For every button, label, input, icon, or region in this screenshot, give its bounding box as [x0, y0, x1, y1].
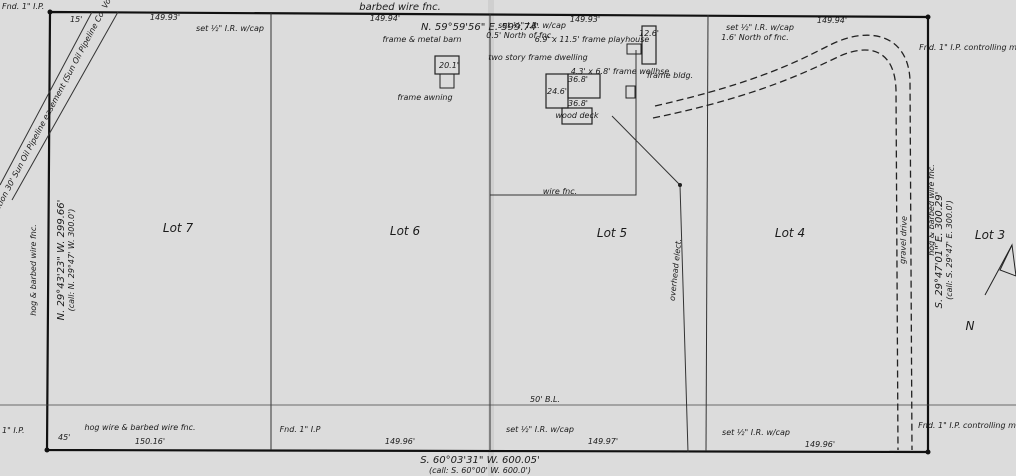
- gravel-drive-edge-outer: [654, 34, 913, 451]
- monument-se: Fnd. 1" I.P. controlling monument: [918, 421, 1016, 430]
- pin-s2: set ½" I.R. w/cap: [722, 428, 790, 437]
- paper-fold: [488, 0, 494, 476]
- south-seg-3: 149.97': [588, 437, 618, 446]
- bldg-label: frame bldg.: [647, 71, 693, 80]
- frame-building: [641, 25, 657, 65]
- corner-nw: [47, 9, 53, 15]
- wellhouse-label: 4.3' x 6.8' frame wellhse: [571, 67, 670, 76]
- north-seg-3: 149.93': [570, 15, 600, 24]
- pipeline-easement-line-a: [0, 11, 93, 186]
- north-seg-1: 149.93': [150, 13, 180, 22]
- north-bearing: N. 59°59'56" E. 599.74': [421, 22, 539, 33]
- monument-nw: Fnd. 1" I.P.: [2, 2, 44, 11]
- bldg-dim: 12.6': [639, 29, 659, 38]
- south-fence-label: hog wire & barbed wire fnc.: [84, 423, 195, 432]
- west-bearing: N. 29°43'23" W. 299.66': [56, 200, 67, 321]
- east-call: (call: S. 29°47' E. 300.0'): [945, 200, 954, 300]
- south-seg-1: 150.16': [135, 437, 165, 446]
- east-bearing: S. 29°47'01" E. 300.29': [934, 192, 945, 309]
- playhouse-label: 6.9' x 11.5' frame playhouse: [535, 35, 650, 44]
- wood-deck: [561, 107, 593, 125]
- south-seg-4: 149.96': [805, 440, 835, 449]
- north-fence-label: barbed wire fnc.: [359, 2, 441, 13]
- gravel-drive-edge-inner: [652, 49, 899, 451]
- sw-offset: 45': [58, 433, 70, 442]
- dwelling-label: two story frame dwelling: [488, 53, 588, 62]
- dwelling-side-dim: 24.6': [547, 87, 567, 96]
- pin-n2-note: 0.5' North of fnc.: [486, 31, 553, 40]
- utility-pole: [678, 183, 682, 187]
- east-fence-label: hog & barbed wire fnc.: [927, 164, 936, 256]
- lot-4: Lot 4: [775, 226, 805, 240]
- west-fence-label: hog & barbed wire fnc.: [29, 224, 38, 316]
- dwelling-dim: 36.8': [568, 75, 588, 84]
- west-offset: 15': [70, 15, 82, 24]
- dwelling-right: [567, 73, 601, 99]
- north-arrow-label: N: [966, 319, 975, 333]
- pipeline-easement-line-b: [11, 11, 119, 201]
- awning-label: frame awning: [397, 93, 452, 102]
- pin-n3: set ½" I.R. w/cap: [726, 23, 794, 32]
- corner-sw: [44, 447, 50, 453]
- lot-line-5-4: [705, 14, 709, 452]
- lot-7: Lot 7: [163, 221, 194, 235]
- monument-s-mid: Fnd. 1" I.P: [280, 425, 321, 434]
- south-seg-2: 149.96': [385, 437, 415, 446]
- corner-ne: [925, 14, 931, 20]
- barn-label: frame & metal barn: [383, 35, 462, 44]
- pin-n1: set ½" I.R. w/cap: [196, 24, 264, 33]
- pin-n2: set ½" I.R. w/cap: [498, 21, 566, 30]
- monument-ne: Fnd. 1" I.P. controlling monument: [919, 43, 1016, 52]
- lot-6: Lot 6: [390, 224, 421, 238]
- awning-structure: [439, 73, 455, 89]
- north-seg-4: 149.94': [817, 16, 847, 25]
- wire-fence: [490, 50, 637, 196]
- wellhouse-structure: [625, 85, 636, 99]
- setback-label: 50' B.L.: [530, 395, 560, 404]
- lot-3: Lot 3: [975, 228, 1005, 242]
- north-seg-2: 149.94': [370, 14, 400, 23]
- drive-label: gravel drive: [898, 216, 909, 264]
- pin-n3-note: 1.6' North of fnc.: [721, 33, 788, 42]
- south-call: (call: S. 60°00' W. 600.0'): [429, 466, 531, 475]
- north-arrow-head: [999, 243, 1016, 277]
- west-call: (call: N. 29°47' W. 300.0'): [67, 209, 76, 312]
- lot-5: Lot 5: [597, 226, 627, 240]
- barn-dim: 20.1': [439, 61, 459, 70]
- south-bearing: S. 60°03'31" W. 600.05': [420, 455, 540, 466]
- wire-fence-label: wire fnc.: [543, 187, 577, 196]
- playhouse-structure: [626, 43, 642, 55]
- deck-label: wood deck: [556, 111, 599, 120]
- monument-sw: 1" I.P.: [2, 426, 24, 435]
- pin-s1: set ½" I.R. w/cap: [506, 425, 574, 434]
- dwelling-dim-2: 36.8': [568, 99, 588, 108]
- corner-se: [925, 449, 931, 455]
